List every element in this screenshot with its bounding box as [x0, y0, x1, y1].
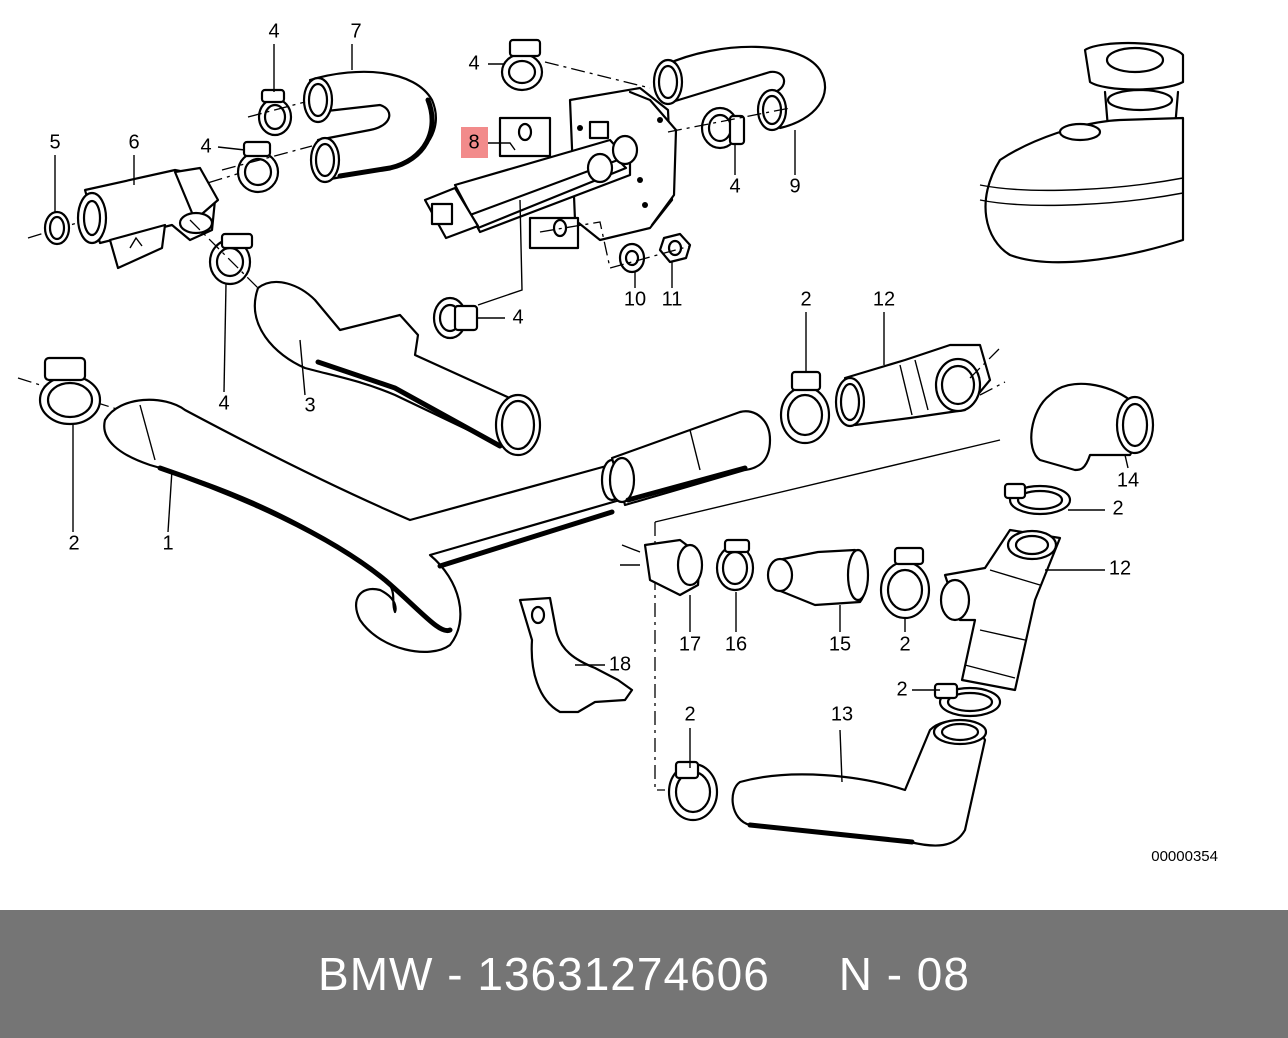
- expansion-tank: [979, 41, 1185, 264]
- footer-bar: BMW - 13631274606 N - 08: [0, 910, 1288, 1038]
- clamp-2-c[interactable]: [879, 546, 931, 620]
- callout-2[interactable]: 2: [1112, 497, 1123, 519]
- centerline-4a: [247, 101, 306, 118]
- clamp-2-d[interactable]: [1003, 482, 1072, 516]
- centerline-4d: [667, 107, 791, 133]
- diagram-ref-number: 00000354: [1151, 848, 1218, 865]
- elbow-14[interactable]: [1030, 382, 1155, 472]
- footer-gap: [770, 947, 839, 1001]
- callout-4[interactable]: 4: [268, 20, 279, 42]
- callout-1[interactable]: 1: [162, 532, 173, 554]
- callout-10[interactable]: 10: [624, 288, 646, 310]
- callout-4[interactable]: 4: [218, 392, 229, 414]
- callout-8[interactable]: 8: [468, 131, 479, 153]
- leader-1: [167, 469, 173, 533]
- bracket-18[interactable]: [518, 596, 634, 714]
- callout-18[interactable]: 18: [609, 653, 631, 675]
- parts-diagram: 4 7 4 5 6 4 8 4 9 10 11 4 2 12 4 3 14 2 …: [17, 20, 1218, 865]
- callout-7[interactable]: 7: [350, 20, 361, 42]
- reducer-15[interactable]: [766, 548, 870, 607]
- hose-3[interactable]: [253, 280, 542, 457]
- callout-2[interactable]: 2: [800, 288, 811, 310]
- clamp-4-d[interactable]: [700, 106, 746, 150]
- hose-segment-1-right[interactable]: [608, 410, 772, 507]
- callout-15[interactable]: 15: [829, 633, 851, 655]
- centerline-17: [654, 522, 665, 791]
- footer-part-number: 13631274606: [477, 948, 770, 1000]
- clamp-2-a[interactable]: [38, 356, 102, 426]
- seal-ring-5[interactable]: [43, 210, 71, 246]
- callout-9[interactable]: 9: [789, 175, 800, 197]
- leader-3: [299, 339, 306, 396]
- callout-5[interactable]: 5: [49, 131, 60, 153]
- leader-13: [839, 729, 843, 783]
- clamp-4-f[interactable]: [432, 296, 479, 340]
- fitting-17[interactable]: [620, 538, 704, 597]
- callout-6[interactable]: 6: [128, 131, 139, 153]
- callout-3[interactable]: 3: [304, 394, 315, 416]
- pipe-tee-12-upper[interactable]: [834, 343, 992, 428]
- washer-10[interactable]: [618, 242, 646, 274]
- hose-9[interactable]: [652, 45, 827, 132]
- clamp-2-f[interactable]: [667, 760, 719, 822]
- leader-12-upper: [654, 439, 1001, 523]
- callout-2[interactable]: 2: [684, 703, 695, 725]
- centerline-12-upper: [969, 347, 1006, 396]
- clamp-4-b[interactable]: [236, 140, 280, 194]
- highlight-8: [461, 127, 488, 158]
- leader-4b: [217, 146, 246, 151]
- pipe-tee-12-lower[interactable]: [939, 528, 1062, 692]
- diagram-canvas: 4 7 4 5 6 4 8 4 9 10 11 4 2 12 4 3 14 2 …: [17, 20, 1218, 865]
- callout-14[interactable]: 14: [1117, 469, 1139, 491]
- centerline-2a: [17, 377, 121, 411]
- clamp-4-e[interactable]: [208, 232, 254, 286]
- callout-4[interactable]: 4: [468, 52, 479, 74]
- leader-4e: [223, 283, 227, 393]
- hose-7[interactable]: [302, 70, 437, 184]
- footer-brand: BMW: [318, 948, 434, 1000]
- clamp-4-c[interactable]: [500, 38, 544, 92]
- callout-11[interactable]: 11: [662, 288, 683, 310]
- leader-8: [488, 142, 516, 151]
- leader-14: [1124, 454, 1129, 469]
- hose-13[interactable]: [731, 718, 988, 847]
- clamp-16[interactable]: [715, 538, 755, 592]
- callout-17[interactable]: 17: [679, 633, 701, 655]
- valve-8[interactable]: [423, 86, 678, 250]
- callout-13[interactable]: 13: [831, 703, 853, 725]
- callout-16[interactable]: 16: [725, 633, 747, 655]
- callout-4[interactable]: 4: [200, 135, 211, 157]
- centerline-4e: [189, 219, 261, 291]
- callout-12[interactable]: 12: [1109, 557, 1131, 579]
- pipe-tee-6[interactable]: [76, 166, 220, 270]
- clamp-4-a[interactable]: [257, 88, 293, 137]
- callout-12[interactable]: 12: [873, 288, 895, 310]
- callout-4[interactable]: 4: [729, 175, 740, 197]
- leader-8-lower: [477, 199, 523, 306]
- centerline-10: [539, 221, 691, 269]
- centerline-4b: [221, 145, 313, 171]
- clamp-2-e[interactable]: [933, 682, 1002, 718]
- callout-4[interactable]: 4: [512, 306, 523, 328]
- callout-2[interactable]: 2: [896, 678, 907, 700]
- footer-separator: -: [433, 948, 478, 1000]
- callout-2[interactable]: 2: [899, 633, 910, 655]
- footer-position: N - 08: [838, 948, 970, 1000]
- clamp-2-b[interactable]: [779, 370, 831, 445]
- callout-2[interactable]: 2: [68, 532, 79, 554]
- nut-11[interactable]: [658, 232, 692, 264]
- centerline-4c: [544, 61, 651, 89]
